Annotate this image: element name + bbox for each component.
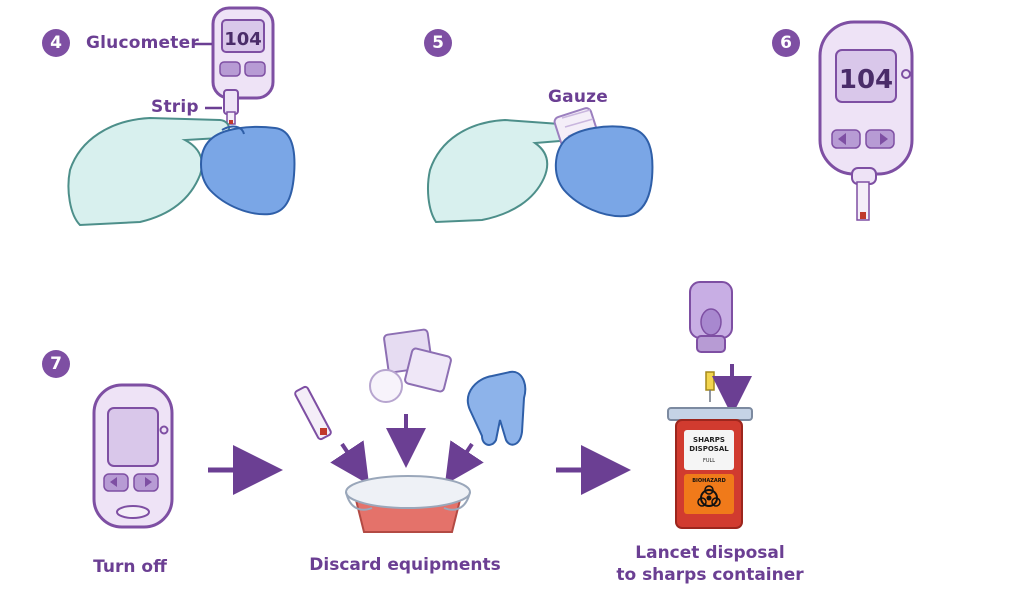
sharps-full-label: FULL bbox=[703, 458, 715, 464]
sharps-label-line1: SHARPS bbox=[693, 436, 725, 444]
strip-label: Strip bbox=[151, 97, 199, 117]
step-6-badge: 6 bbox=[772, 29, 800, 57]
glucometer-label: Glucometer bbox=[86, 33, 199, 53]
step5-blue-gloved-hand-icon bbox=[554, 125, 654, 218]
biohazard-icon bbox=[697, 485, 721, 507]
discard-equipments-caption: Discard equipments bbox=[309, 555, 501, 575]
gauze-pads-icon bbox=[383, 328, 452, 393]
step-5-badge: 5 bbox=[424, 29, 452, 57]
step6-glucometer-icon: 104 bbox=[818, 20, 914, 221]
lancet-caption-line2: to sharps container bbox=[616, 565, 804, 585]
step4-glucometer-icon: 104 bbox=[211, 6, 275, 125]
step4-pale-gloved-hand-icon bbox=[67, 116, 230, 227]
glove-icon bbox=[467, 370, 527, 446]
step6-screen-reading: 104 bbox=[839, 65, 893, 95]
gauze-label: Gauze bbox=[548, 87, 608, 107]
lancet-device-icon bbox=[689, 281, 733, 353]
sharps-label-line2: DISPOSAL bbox=[689, 445, 729, 453]
lancet-needle-icon bbox=[705, 371, 715, 402]
step4-screen-reading: 104 bbox=[224, 29, 262, 50]
lancet-caption-line1: Lancet disposal bbox=[635, 543, 785, 563]
step5-pale-gloved-hand-icon bbox=[427, 118, 570, 224]
arrow-down-icon-2 bbox=[330, 440, 370, 485]
lancet-disposal-caption: Lancet disposal to sharps container bbox=[610, 542, 810, 586]
step7-glucometer-off-icon bbox=[92, 383, 174, 529]
step-4-badge: 4 bbox=[42, 29, 70, 57]
biohazard-label: BIOHAZARD bbox=[692, 478, 725, 484]
step4-blue-gloved-hand-icon bbox=[200, 125, 296, 216]
arrow-down-icon-3 bbox=[444, 440, 484, 485]
waste-bin-icon bbox=[345, 475, 471, 533]
sharps-container-icon: SHARPS DISPOSAL FULL BIOHAZARD bbox=[667, 407, 753, 529]
turn-off-caption: Turn off bbox=[93, 557, 167, 577]
step-7-badge: 7 bbox=[42, 350, 70, 378]
test-strip-icon bbox=[294, 385, 332, 441]
cotton-ball-icon bbox=[369, 369, 403, 403]
